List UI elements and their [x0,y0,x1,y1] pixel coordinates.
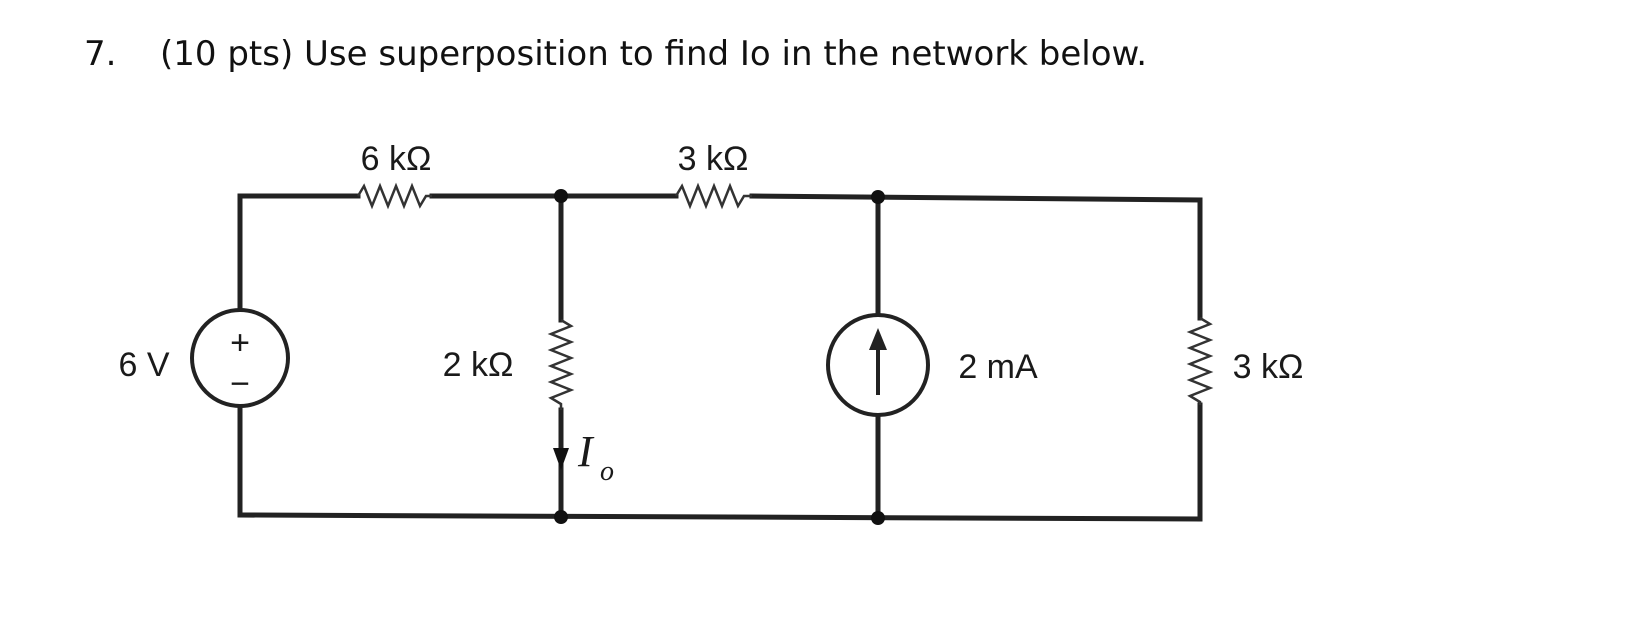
question-text: 7. (10 pts) Use superposition to find Io … [84,34,1147,74]
question-number: 7. [84,34,117,74]
current-source-arrow-head-icon [869,328,887,350]
node-top-mid [554,189,568,203]
label-isource-2ma: 2 mA [958,348,1038,386]
voltage-source: + − [190,308,290,408]
label-r1-6k: 6 kΩ [361,140,432,178]
node-bottom-right [871,511,885,525]
label-r2-3k: 3 kΩ [678,140,749,178]
label-r3-2k: 2 kΩ [443,346,514,384]
io-current-arrow [553,448,569,470]
wire-bottom [237,512,1203,522]
label-vsource-6v: 6 V [118,346,169,384]
junction-nodes [554,189,885,525]
resistor-3k-right [1186,316,1214,405]
question-prompt: (10 pts) Use superposition to find Io in… [160,34,1148,74]
node-top-right [871,190,885,204]
current-source [826,313,930,417]
wire-top-mid-right [749,193,1203,203]
label-r4-3k: 3 kΩ [1233,348,1304,386]
vsource-plus-sign: + [230,324,250,362]
wires [237,193,1203,522]
node-bottom-mid [554,510,568,524]
label-io-subscript: o [600,456,614,487]
label-io-main: I [577,427,595,476]
resistor-6k [356,182,432,210]
io-arrow-head-icon [553,448,569,470]
vsource-minus-sign: − [230,365,250,403]
resistor-3k-top [674,182,752,210]
resistor-2k [547,318,575,410]
